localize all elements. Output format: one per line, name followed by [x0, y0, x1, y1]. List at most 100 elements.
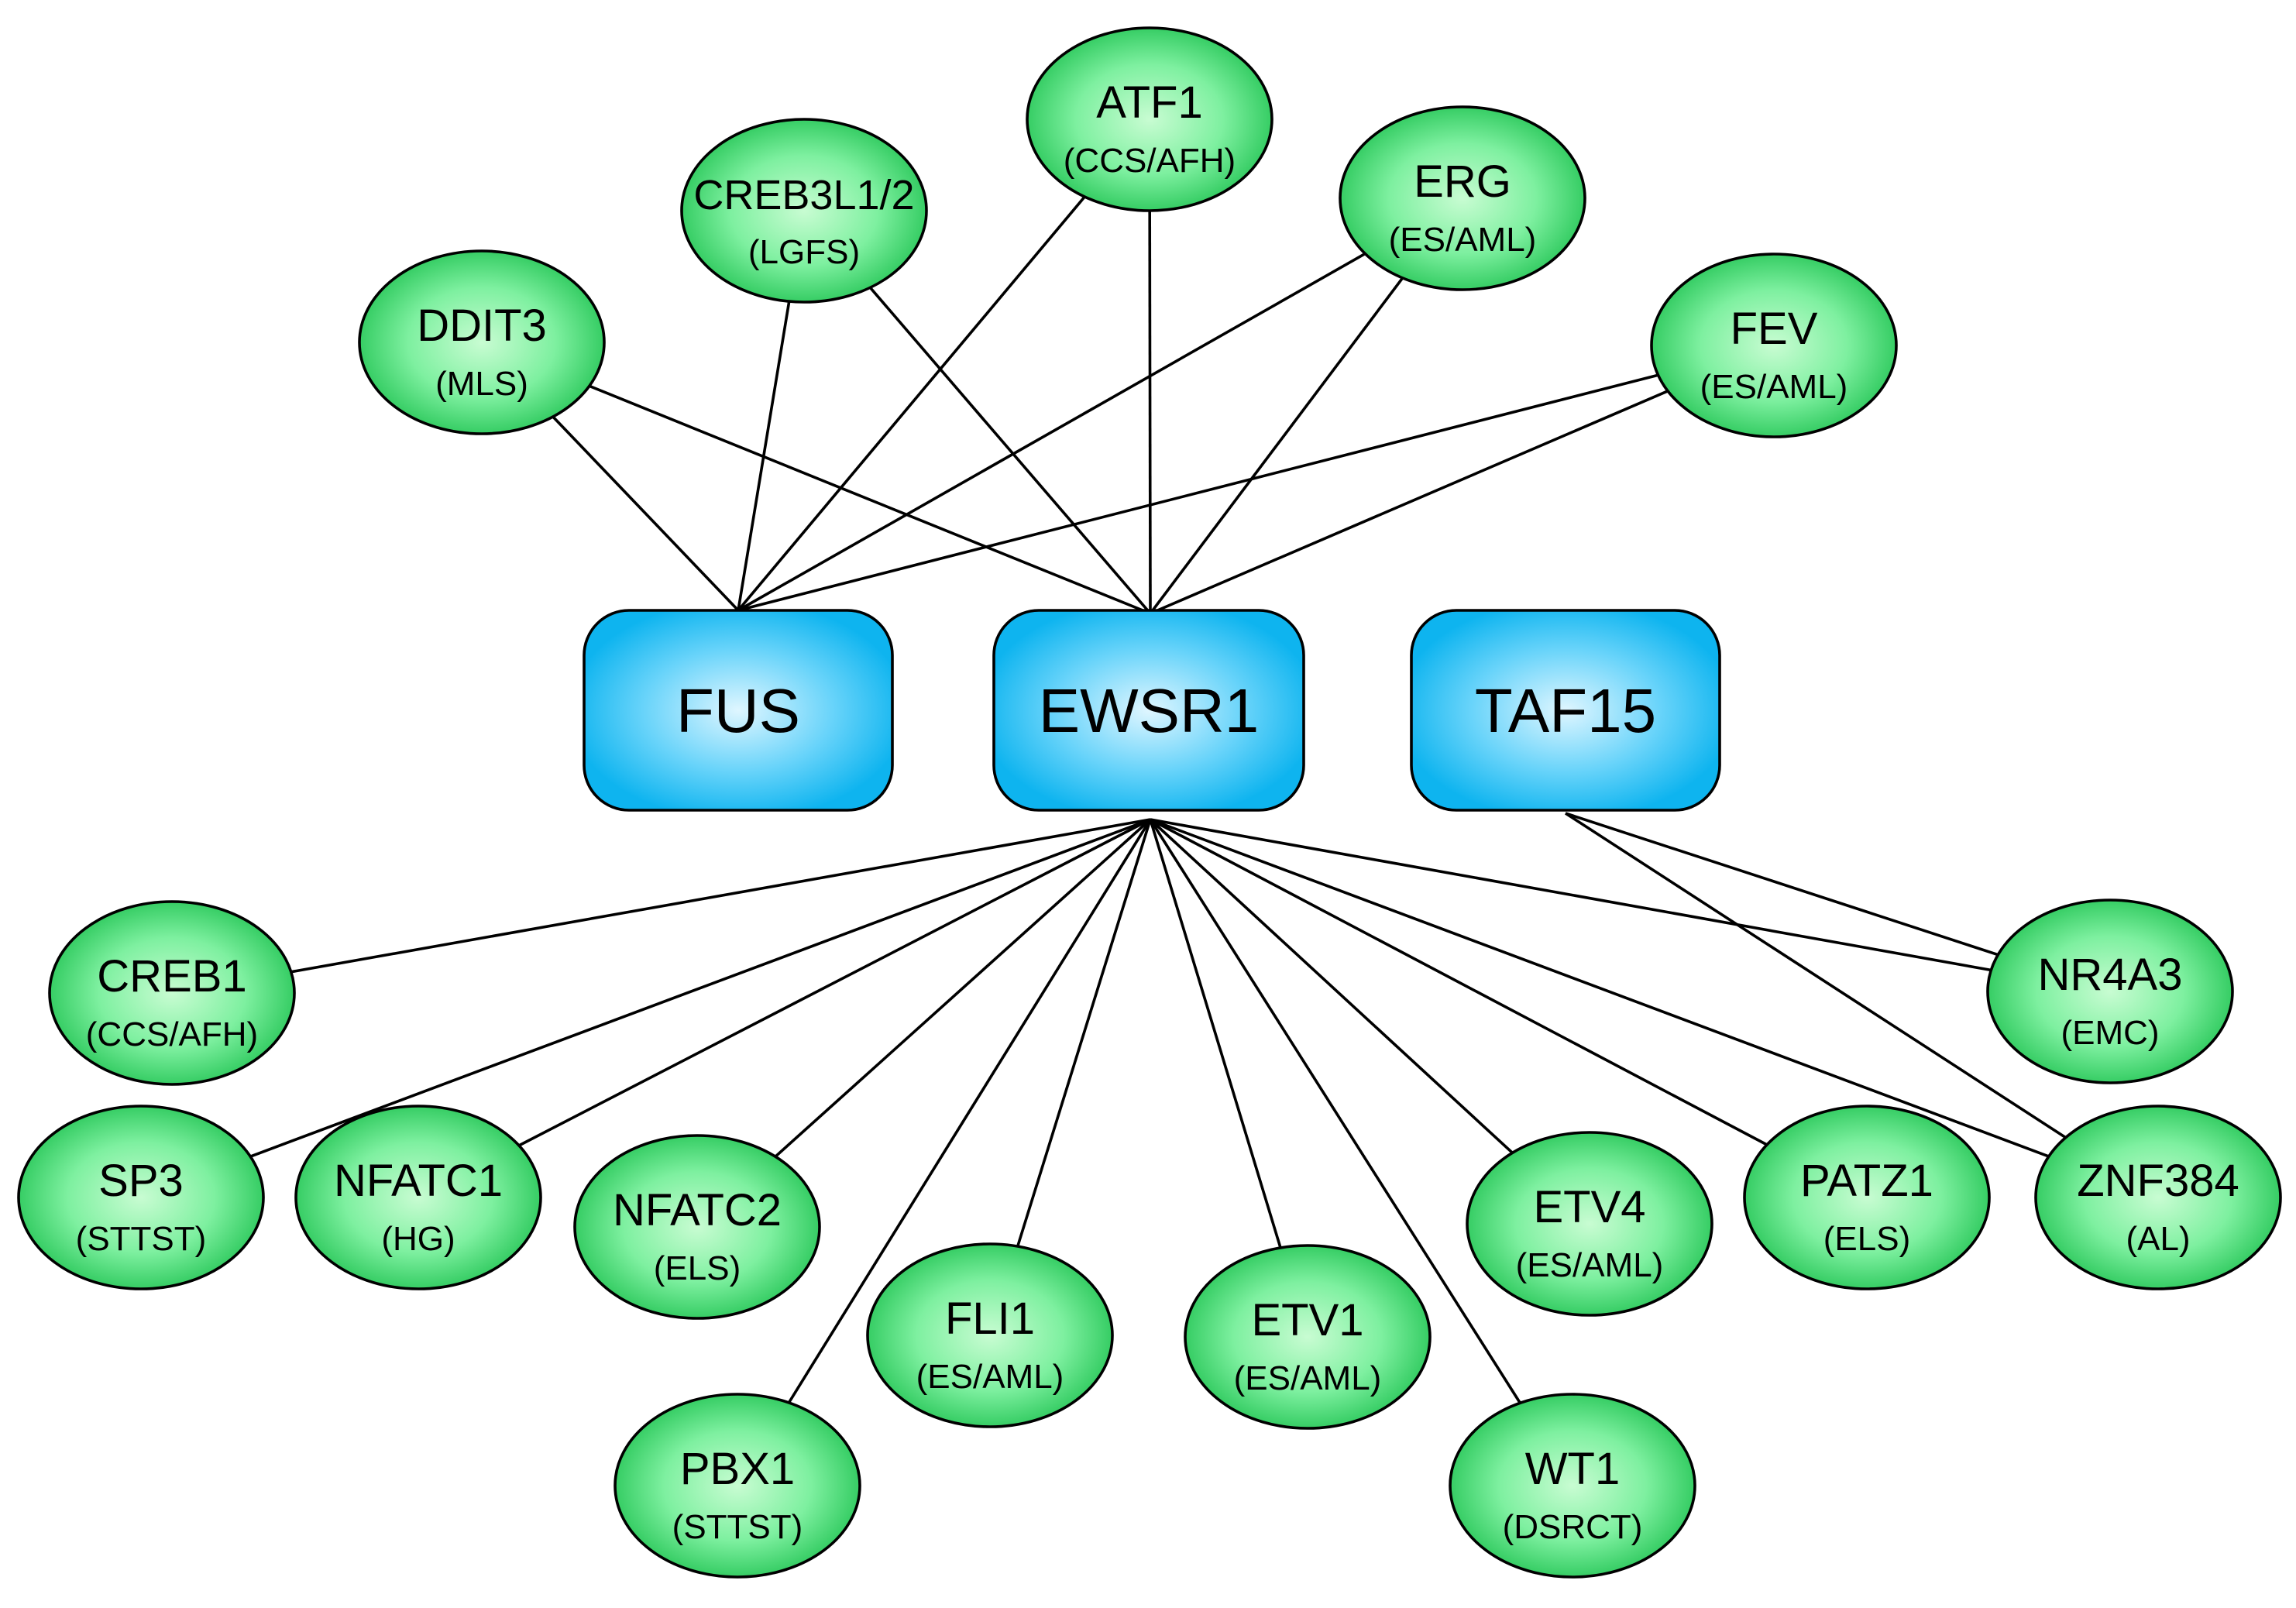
partner-disease-creb1: (CCS/AFH) [86, 1015, 258, 1053]
edge-creb1-ewsr1 [288, 818, 1151, 974]
partner-node-nfatc2: NFATC2 (ELS) [573, 1134, 821, 1320]
hub-label-ewsr1: EWSR1 [1039, 676, 1260, 745]
partner-name-nfatc1: NFATC1 [334, 1156, 503, 1206]
partner-disease-etv4: (ES/AML) [1516, 1246, 1664, 1284]
partner-name-znf384: ZNF384 [2077, 1156, 2239, 1206]
partner-node-sp3: SP3 (STTST) [17, 1105, 265, 1290]
partner-node-fli1: FLI1 (ES/AML) [866, 1242, 1114, 1428]
partner-disease-nfatc2: (ELS) [654, 1249, 741, 1287]
partner-ellipse-ddit3 [358, 249, 606, 435]
hub-box-ewsr1 [992, 609, 1305, 812]
partner-ellipse-patz1 [1743, 1105, 1991, 1290]
partner-node-fev: FEV (ES/AML) [1650, 253, 1898, 438]
hub-box-fus [583, 609, 894, 812]
partner-name-fli1: FLI1 [945, 1294, 1035, 1344]
partner-ellipse-fev [1650, 253, 1898, 438]
edge-creb3l1-2-fus [737, 299, 791, 611]
partner-node-etv1: ETV1 (ES/AML) [1184, 1244, 1432, 1430]
partner-name-sp3: SP3 [98, 1156, 184, 1206]
partner-disease-patz1: (ELS) [1823, 1220, 1910, 1258]
edge-znf384-ewsr1 [1150, 818, 2052, 1159]
partner-disease-creb3l1-2: (LGFS) [748, 233, 860, 271]
edge-erg-fus [737, 251, 1368, 612]
partner-disease-wt1: (DSRCT) [1503, 1508, 1643, 1546]
partner-ellipse-erg [1339, 105, 1586, 291]
partner-node-nfatc1: NFATC1 (HG) [294, 1105, 542, 1290]
partner-name-wt1: WT1 [1525, 1444, 1620, 1494]
hub-label-fus: FUS [676, 676, 800, 745]
partner-disease-atf1: (CCS/AFH) [1064, 142, 1236, 180]
edge-etv4-ewsr1 [1149, 818, 1515, 1156]
partner-ellipse-etv4 [1466, 1131, 1713, 1317]
partner-ellipse-nr4a3 [1986, 898, 2234, 1084]
partner-node-nr4a3: NR4A3 (EMC) [1986, 898, 2234, 1084]
partner-ellipse-atf1 [1026, 26, 1273, 212]
partner-name-atf1: ATF1 [1096, 77, 1203, 128]
partner-disease-nfatc1: (HG) [381, 1220, 455, 1258]
edge-layer [247, 194, 2069, 1406]
partner-disease-fli1: (ES/AML) [916, 1358, 1064, 1396]
partner-name-patz1: PATZ1 [1800, 1156, 1933, 1206]
partner-name-etv1: ETV1 [1251, 1295, 1363, 1345]
partner-node-patz1: PATZ1 (ELS) [1743, 1105, 1991, 1290]
partner-disease-erg: (ES/AML) [1389, 221, 1537, 259]
partner-name-pbx1: PBX1 [680, 1444, 795, 1494]
partner-name-nfatc2: NFATC2 [613, 1185, 782, 1235]
partner-name-ddit3: DDIT3 [417, 301, 547, 351]
partner-ellipse-etv1 [1184, 1244, 1432, 1430]
edge-fev-ewsr1 [1150, 389, 1671, 615]
partner-node-erg: ERG(ES/AML) [1339, 105, 1586, 291]
partner-disease-sp3: (STTST) [76, 1220, 207, 1258]
edge-creb3l1-2-ewsr1 [868, 285, 1152, 615]
hub-node-ewsr1: EWSR1 [992, 609, 1305, 812]
partner-node-ddit3: DDIT3 (MLS) [358, 249, 606, 435]
partner-name-creb1: CREB1 [97, 951, 246, 1002]
edge-patz1-ewsr1 [1150, 818, 1770, 1147]
partner-ellipse-pbx1 [614, 1393, 861, 1579]
partner-node-znf384: ZNF384 (AL) [2034, 1105, 2282, 1290]
partner-node-pbx1: PBX1 (STTST) [614, 1393, 861, 1579]
partner-ellipse-wt1 [1449, 1393, 1696, 1579]
partner-node-etv4: ETV4(ES/AML) [1466, 1131, 1713, 1317]
partner-disease-pbx1: (STTST) [672, 1508, 803, 1546]
edge-nr4a3-taf15 [1565, 812, 2001, 957]
edge-wt1-ewsr1 [1149, 819, 1523, 1406]
partner-node-creb3l1-2: CREB3L1/2 (LGFS) [680, 118, 928, 304]
edge-nfatc2-ewsr1 [772, 818, 1152, 1160]
partner-layer: DDIT3 (MLS) CREB3L1/2 (LGFS) ATF1 (CCS/AFH) ER… [17, 26, 2282, 1579]
hub-node-taf15: TAF15 [1410, 609, 1721, 812]
edge-ddit3-fus [550, 414, 740, 612]
partner-ellipse-sp3 [17, 1105, 265, 1290]
edge-etv1-ewsr1 [1149, 819, 1283, 1250]
partner-ellipse-nfatc2 [573, 1134, 821, 1320]
partner-disease-etv1: (ES/AML) [1234, 1359, 1382, 1397]
partner-name-fev: FEV [1731, 304, 1818, 354]
edge-pbx1-ewsr1 [786, 819, 1152, 1406]
partner-ellipse-fli1 [866, 1242, 1114, 1428]
hub-node-fus: FUS [583, 609, 894, 812]
partner-disease-ddit3: (MLS) [435, 365, 528, 403]
hub-box-taf15 [1410, 609, 1721, 812]
hub-label-taf15: TAF15 [1475, 676, 1656, 745]
edge-erg-ewsr1 [1149, 275, 1405, 615]
edge-atf1-fus [737, 194, 1088, 612]
partner-disease-znf384: (AL) [2126, 1220, 2190, 1258]
partner-name-creb3l1-2: CREB3L1/2 [693, 172, 914, 218]
edge-ddit3-ewsr1 [586, 383, 1151, 615]
edge-fli1-ewsr1 [1016, 819, 1152, 1249]
edge-nfatc1-ewsr1 [516, 818, 1151, 1148]
partner-node-wt1: WT1 (DSRCT) [1449, 1393, 1696, 1579]
edge-znf384-taf15 [1565, 812, 2069, 1140]
edge-nr4a3-ewsr1 [1150, 818, 1994, 972]
partner-disease-fev: (ES/AML) [1700, 368, 1848, 406]
edge-fev-fus [737, 373, 1661, 612]
partner-ellipse-znf384 [2034, 1105, 2282, 1290]
partner-disease-nr4a3: (EMC) [2061, 1014, 2159, 1052]
partner-name-nr4a3: NR4A3 [2038, 950, 2183, 1000]
partner-ellipse-creb3l1-2 [680, 118, 928, 304]
partner-node-creb1: CREB1 (CCS/AFH) [48, 900, 296, 1086]
hub-layer: FUS EWSR1 TAF15 [583, 609, 1721, 812]
edge-sp3-ewsr1 [247, 818, 1151, 1159]
partner-node-atf1: ATF1 (CCS/AFH) [1026, 26, 1273, 212]
